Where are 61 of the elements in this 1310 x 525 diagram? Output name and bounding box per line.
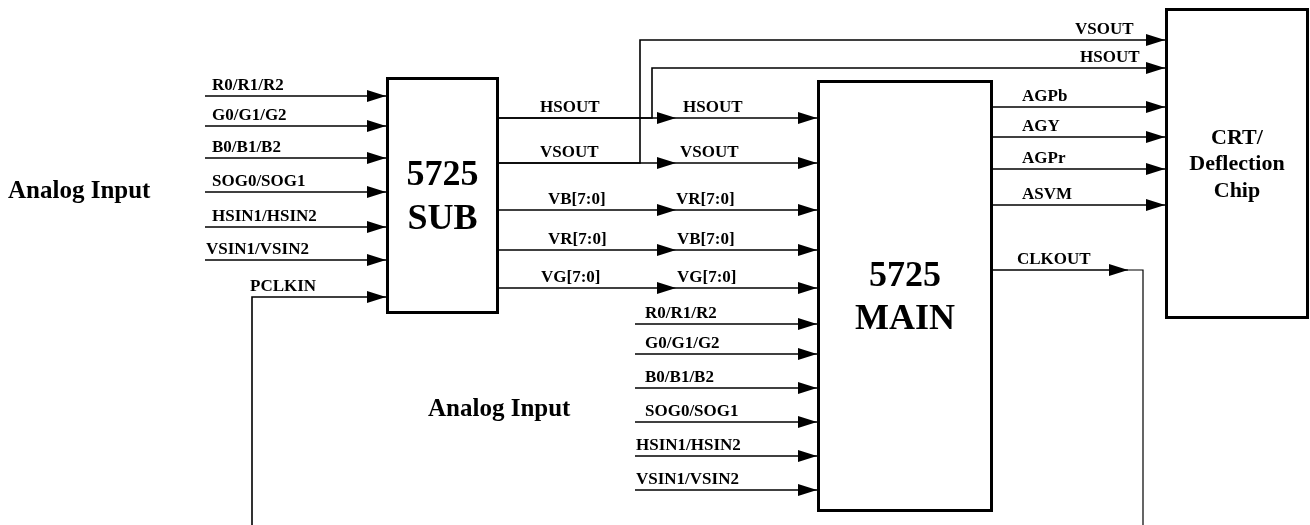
signal-label: HSOUT (683, 98, 743, 118)
signal-label: SOG0/SOG1 (212, 172, 306, 192)
signal-label: G0/G1/G2 (645, 334, 720, 354)
signal-label: ASVM (1022, 185, 1073, 205)
signal-label: VB[7:0] (548, 190, 606, 210)
arrow (204, 90, 387, 102)
signal-label: CLKOUT (1017, 250, 1091, 270)
arrow (204, 186, 387, 198)
arrow (634, 416, 818, 428)
arrow (204, 254, 387, 266)
arrow (204, 120, 387, 132)
signal-label: VSOUT (540, 143, 599, 163)
signal-label: R0/R1/R2 (212, 76, 284, 96)
arrow (992, 264, 1129, 276)
signal-label: AGY (1022, 117, 1060, 137)
arrow (498, 112, 818, 124)
signal-label: SOG0/SOG1 (645, 402, 739, 422)
arrow (498, 244, 818, 256)
chip-block (817, 80, 993, 512)
signal-label: VR[7:0] (548, 230, 607, 250)
signal-label: VB[7:0] (677, 230, 735, 250)
arrow (992, 163, 1166, 175)
block-title: 5725 SUB (405, 152, 480, 239)
signal-label: HSIN1/HSIN2 (636, 436, 741, 456)
arrow (634, 318, 818, 330)
chip-block (1165, 8, 1309, 319)
signal-label: VR[7:0] (676, 190, 735, 210)
arrow (992, 131, 1166, 143)
signal-label: G0/G1/G2 (212, 106, 287, 126)
signal-label: AGPr (1022, 149, 1066, 169)
signal-label: PCLKIN (250, 277, 317, 297)
arrow (634, 450, 818, 462)
arrow (498, 204, 818, 216)
arrow (634, 382, 818, 394)
signal-label: B0/B1/B2 (212, 138, 281, 158)
signal-label: R0/R1/R2 (645, 304, 717, 324)
arrow (251, 291, 387, 525)
group-label: Analog Input (428, 394, 571, 422)
signal-label: VG[7:0] (541, 268, 601, 288)
signal-label: HSOUT (1080, 48, 1140, 68)
group-label: Analog Input (8, 176, 151, 204)
arrow (498, 282, 818, 294)
signal-label: HSIN1/HSIN2 (212, 207, 317, 227)
signal-label: HSOUT (540, 98, 600, 118)
arrow (498, 157, 818, 169)
arrow (992, 199, 1166, 211)
signal-label: AGPb (1022, 87, 1068, 107)
signal-label: VSIN1/VSIN2 (206, 240, 309, 260)
signal-label: VSIN1/VSIN2 (636, 470, 739, 490)
signal-label: VSOUT (1075, 20, 1134, 40)
signal-label: VG[7:0] (677, 268, 737, 288)
arrow (634, 484, 818, 496)
signal-label: B0/B1/B2 (645, 368, 714, 388)
arrow (634, 348, 818, 360)
block-title: CRT/ Deflection Chip (1188, 123, 1286, 204)
arrow (204, 152, 387, 164)
arrow (204, 221, 387, 233)
signal-label: VSOUT (680, 143, 739, 163)
block-title: 5725 MAIN (854, 252, 956, 339)
chip-block (386, 77, 499, 314)
arrow (992, 101, 1166, 113)
